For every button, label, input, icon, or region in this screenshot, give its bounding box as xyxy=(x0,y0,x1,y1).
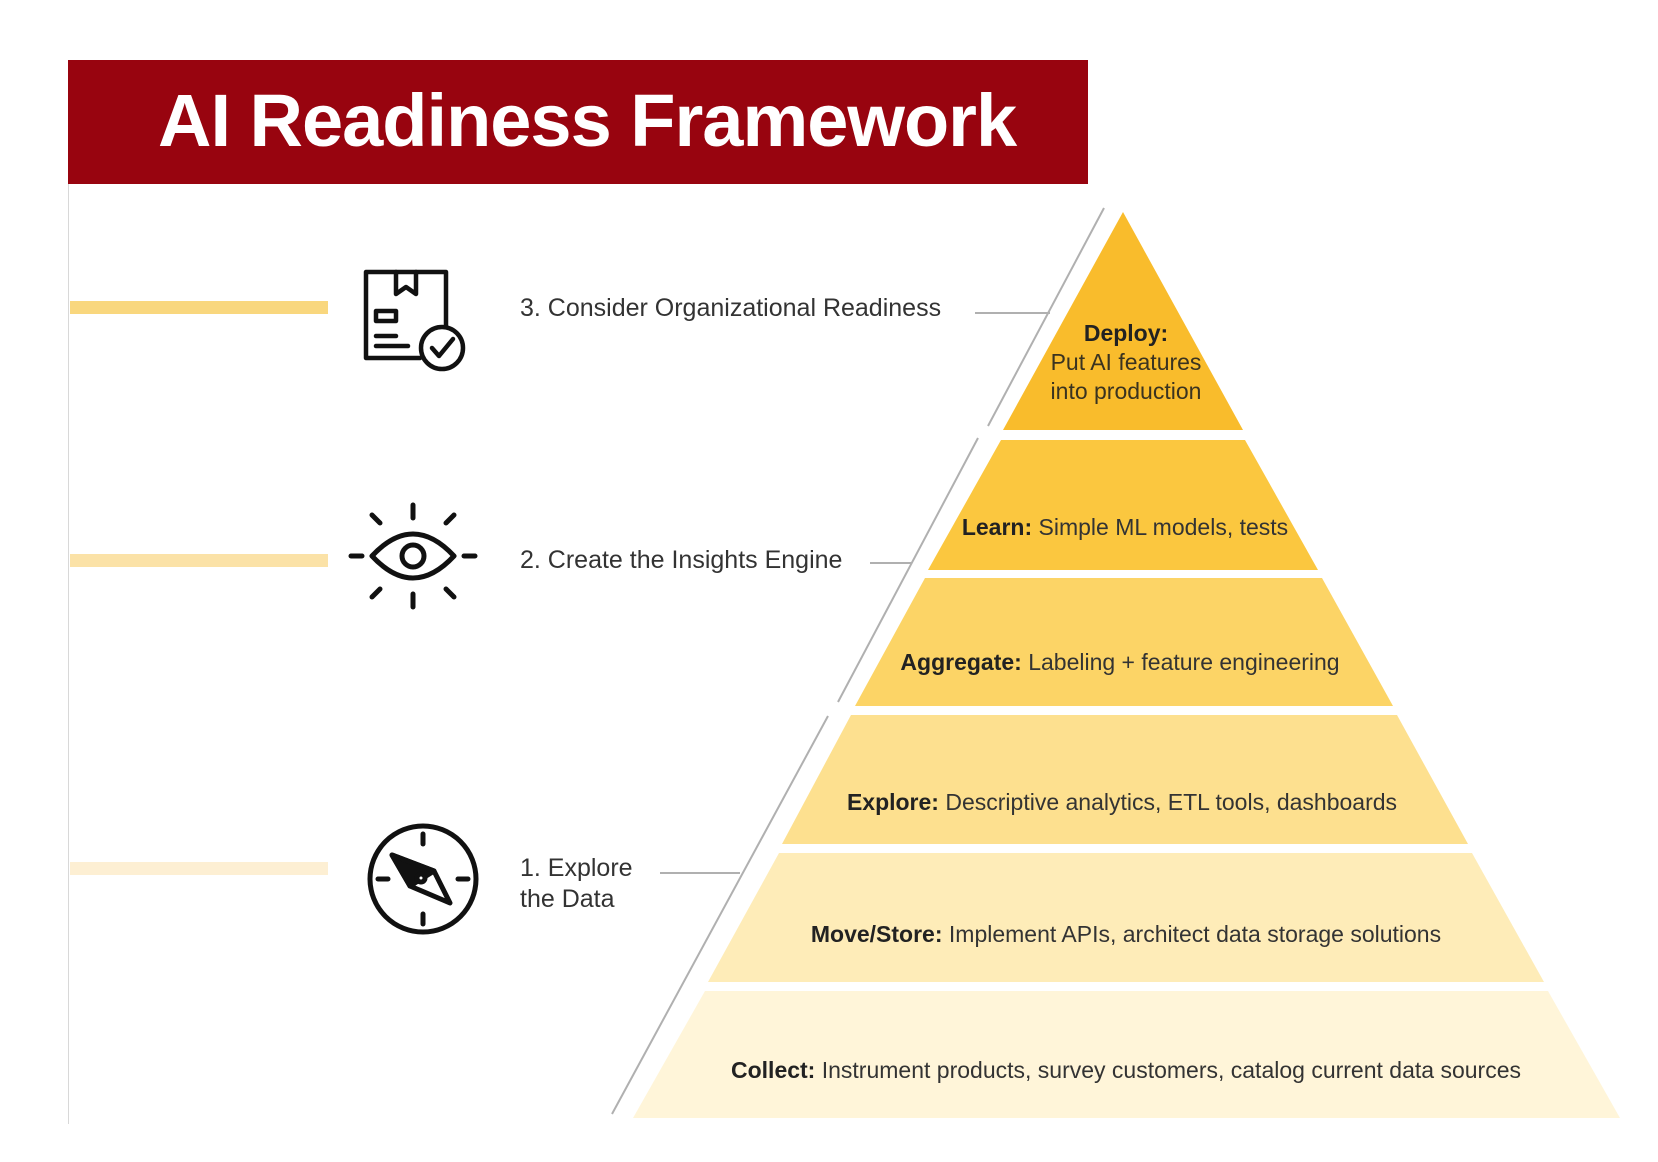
tier-aggregate xyxy=(855,578,1393,706)
tier-learn-name: Learn: xyxy=(962,514,1032,540)
bracket-line-step-1 xyxy=(611,715,829,1115)
accent-bar-step-3 xyxy=(70,301,328,314)
tier-collect xyxy=(633,991,1620,1118)
tier-learn xyxy=(928,440,1318,570)
tier-explore-desc: Descriptive analytics, ETL tools, dashbo… xyxy=(939,789,1397,815)
step-1-label: 1. Explore the Data xyxy=(520,854,633,913)
tier-move-store xyxy=(708,853,1544,982)
accent-bar-step-2 xyxy=(70,554,328,567)
bracket-line-step-2 xyxy=(837,437,979,703)
tier-explore-name: Explore: xyxy=(847,789,939,815)
title-banner: AI Readiness Framework xyxy=(68,60,1088,184)
tier-move-store-text: Move/Store: Implement APIs, architect da… xyxy=(811,921,1441,947)
tier-move-store-name: Move/Store: xyxy=(811,921,943,947)
tier-learn-text: Learn: Simple ML models, tests xyxy=(962,514,1288,540)
page-title: AI Readiness Framework xyxy=(158,79,1017,162)
tier-move-store-desc: Implement APIs, architect data storage s… xyxy=(943,921,1442,947)
tier-explore-text: Explore: Descriptive analytics, ETL tool… xyxy=(847,789,1397,815)
tier-aggregate-desc: Labeling + feature engineering xyxy=(1022,649,1340,675)
step-2-label: 2. Create the Insights Engine xyxy=(520,546,843,574)
tier-deploy-name: Deploy: xyxy=(1084,320,1168,346)
tier-collect-desc: Instrument products, survey customers, c… xyxy=(815,1057,1521,1083)
tier-aggregate-name: Aggregate: xyxy=(900,649,1021,675)
tier-aggregate-text: Aggregate: Labeling + feature engineerin… xyxy=(900,649,1339,675)
accent-bar-step-1 xyxy=(70,862,328,875)
tier-collect-name: Collect: xyxy=(731,1057,815,1083)
step-3-label: 3. Consider Organizational Readiness xyxy=(520,294,942,322)
tier-collect-text: Collect: Instrument products, survey cus… xyxy=(731,1057,1521,1083)
eye-icon xyxy=(348,502,478,610)
tier-deploy-desc-1: Put AI features xyxy=(1051,349,1202,375)
tier-deploy-desc-2: into production xyxy=(1051,378,1202,404)
tier-deploy xyxy=(1003,212,1243,430)
tier-learn-desc: Simple ML models, tests xyxy=(1032,514,1288,540)
package-check-icon xyxy=(363,269,466,372)
left-divider xyxy=(68,184,69,1124)
tier-explore xyxy=(782,715,1468,844)
bracket-line-step-3 xyxy=(987,207,1105,427)
compass-icon xyxy=(367,823,479,935)
